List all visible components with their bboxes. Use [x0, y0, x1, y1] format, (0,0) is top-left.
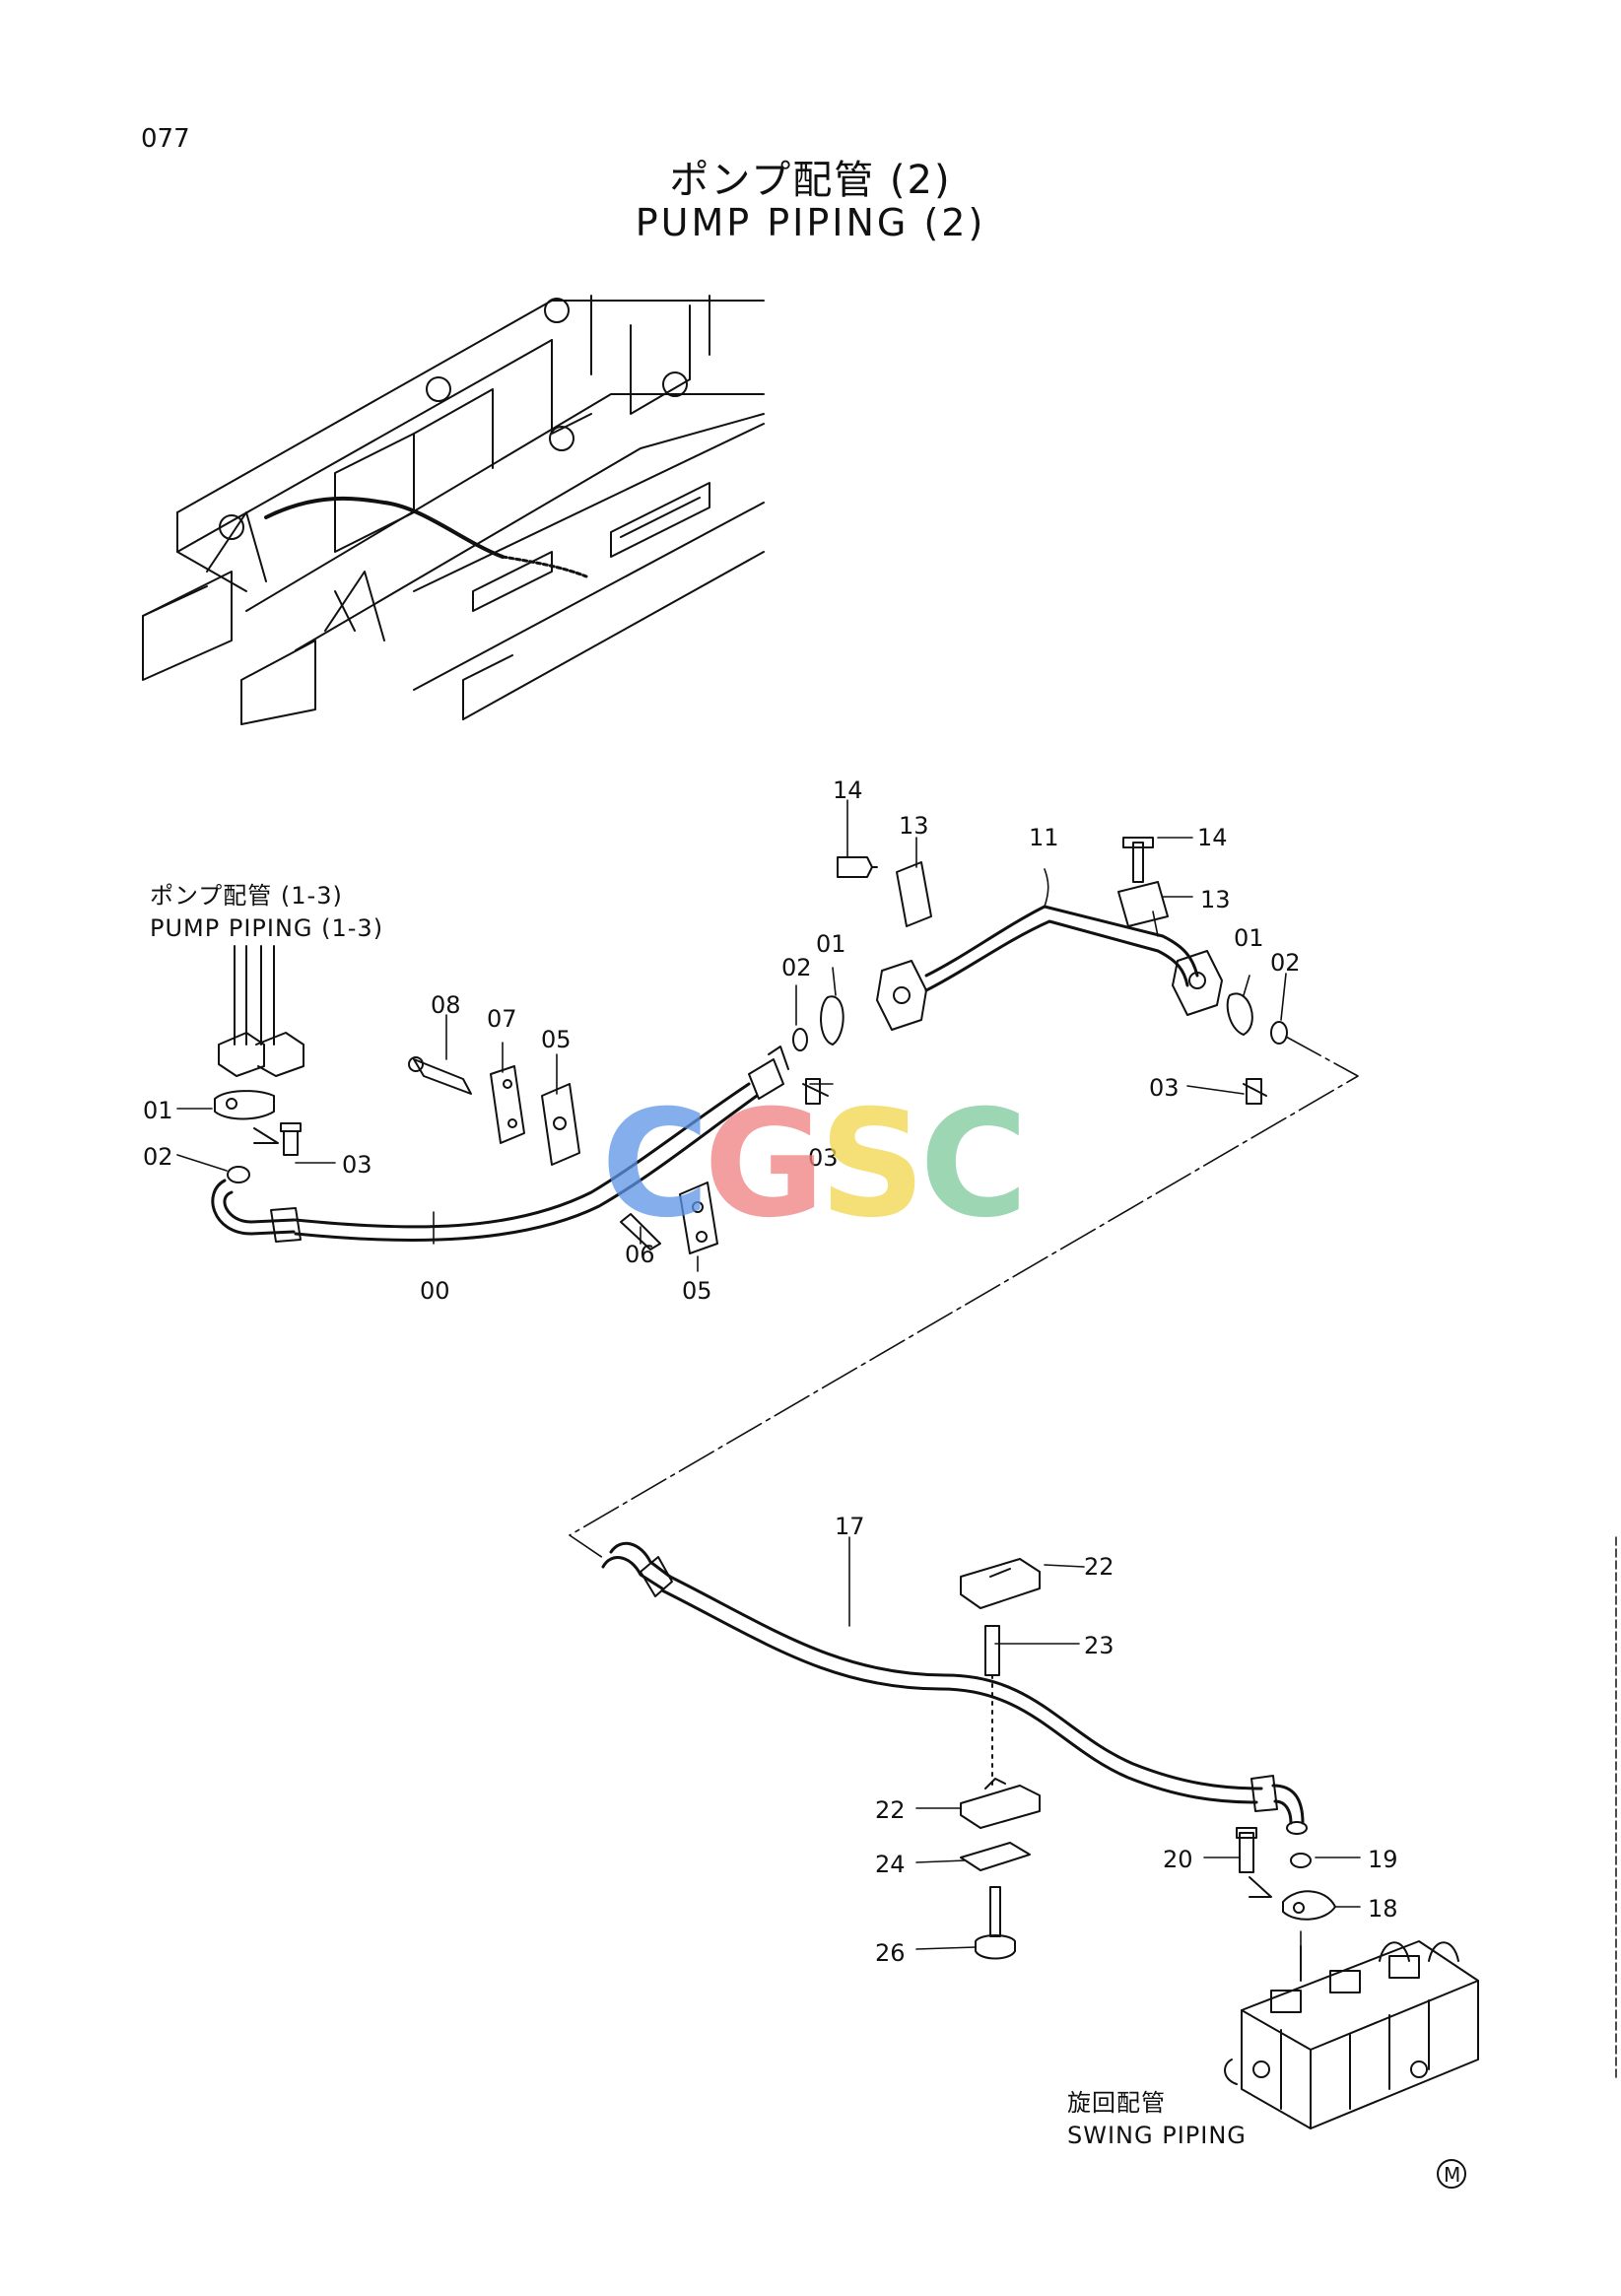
svg-text:M: M: [1444, 2163, 1460, 2187]
swing-flange-group: [1236, 1827, 1336, 1921]
part-label-06: 06: [625, 1241, 655, 1268]
watermark-letter: G: [704, 1079, 825, 1250]
part-label-19: 19: [1368, 1846, 1398, 1873]
part-label-00: 00: [420, 1277, 450, 1305]
page-number: 077: [141, 124, 190, 154]
part-label-14: 14: [833, 777, 863, 804]
part-label-02: 02: [781, 954, 812, 981]
part-label-02: 02: [143, 1143, 173, 1171]
part-label-18: 18: [1368, 1895, 1398, 1923]
part-label-13: 13: [1200, 886, 1231, 913]
title-japanese: ポンプ配管 (2): [669, 158, 952, 203]
watermark-letter: C: [919, 1079, 1028, 1250]
part-labels: 14 13 11 14 13 01 02 03 02 01 03 08 07 0…: [143, 777, 1398, 1967]
title-english: PUMP PIPING (2): [635, 201, 986, 244]
part-label-22: 22: [875, 1796, 906, 1824]
swing-valve-block: [1224, 1940, 1479, 2129]
part-label-14: 14: [1197, 824, 1228, 851]
part-label-20: 20: [1163, 1846, 1193, 1873]
top-clamps: [837, 837, 1169, 927]
part-label-07: 07: [487, 1005, 517, 1033]
leader-lines: [176, 799, 1361, 1977]
pump-piping-ref-en: PUMP PIPING (1-3): [150, 914, 384, 942]
left-clamp-group: [408, 1056, 718, 1254]
middle-flange-group: [792, 905, 1223, 1105]
part-label-03: 03: [808, 1144, 839, 1172]
part-label-22: 22: [1084, 1553, 1114, 1581]
machine-frame-overview: [142, 295, 765, 725]
right-flange-group: [1226, 992, 1288, 1105]
hose-00: [211, 1046, 789, 1243]
part-label-23: 23: [1084, 1632, 1114, 1659]
clamp-stack: [960, 1558, 1041, 1960]
hose-17: [601, 1541, 1308, 1835]
part-label-01: 01: [143, 1097, 173, 1124]
part-label-17: 17: [835, 1513, 865, 1540]
part-label-05: 05: [541, 1026, 572, 1053]
part-label-01: 01: [1234, 924, 1264, 952]
part-label-02: 02: [1270, 949, 1301, 977]
watermark-letter: C: [601, 1079, 709, 1250]
part-label-24: 24: [875, 1851, 906, 1878]
swing-piping-ref-jp: 旋回配管: [1067, 2089, 1166, 2117]
swing-piping-ref-en: SWING PIPING: [1067, 2122, 1247, 2149]
watermark-logo: CGSC: [601, 1079, 1028, 1250]
part-label-11: 11: [1029, 824, 1059, 851]
part-label-05: 05: [682, 1277, 712, 1305]
part-label-13: 13: [899, 812, 929, 840]
part-label-03: 03: [342, 1151, 372, 1179]
part-label-26: 26: [875, 1939, 906, 1967]
connector-dashed-line: [569, 1036, 1359, 1561]
left-flange-group: [214, 945, 304, 1183]
watermark-letter: S: [819, 1079, 925, 1250]
part-label-08: 08: [431, 991, 461, 1019]
m-mark: M: [1437, 2159, 1466, 2189]
part-label-01: 01: [816, 930, 846, 958]
part-label-03: 03: [1149, 1074, 1180, 1102]
pump-piping-ref-jp: ポンプ配管 (1-3): [150, 882, 343, 910]
